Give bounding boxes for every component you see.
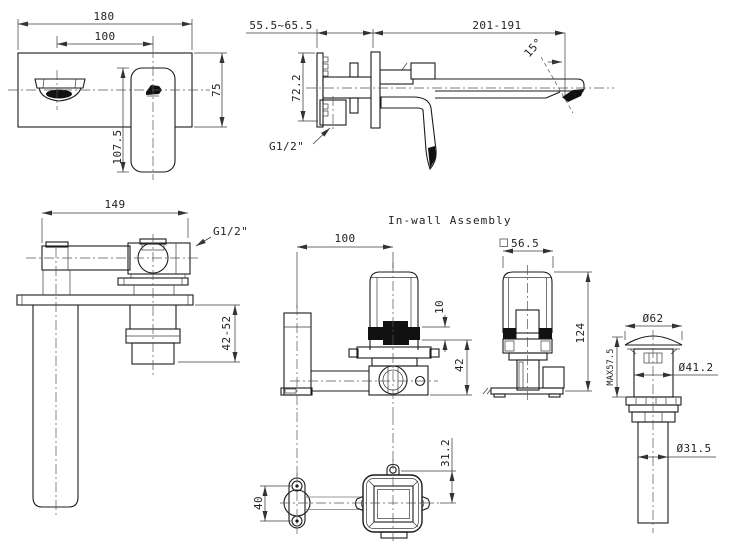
dim-hole-offset: 31.2 <box>439 439 452 467</box>
dim-spout-center-distance: 100 <box>94 30 115 43</box>
dim-screw-spacing: 40 <box>252 496 265 510</box>
dim-handle-height: 107.5 <box>111 129 124 164</box>
front-view: 180 100 75 107.5 <box>8 10 227 180</box>
dim-drain-cap-diameter: Ø62 <box>642 312 663 325</box>
square-section-symbol <box>499 238 508 247</box>
dim-valve-height: 124 <box>574 322 587 343</box>
dim-top-length: 149 <box>104 198 125 211</box>
dim-valve-width: 56.5 <box>511 237 539 250</box>
dim-spout-angle: 15° <box>522 35 546 59</box>
dim-valve-depth: 42 <box>453 358 466 372</box>
dim-drain-pipe-diameter: Ø31.5 <box>676 442 711 455</box>
dim-mount-depth-range: 42-52 <box>220 315 233 350</box>
dim-wall-depth-range: 55.5~65.5 <box>249 19 312 32</box>
label-inlet-thread-top: G1/2" <box>213 225 248 238</box>
label-inlet-thread-side: G1/2" <box>269 140 304 153</box>
dim-drain-body-diameter: Ø41.2 <box>678 361 713 374</box>
dim-body-height: 72.2 <box>290 74 303 102</box>
top-view: 149 G1/2" 42-52 <box>16 198 248 516</box>
dim-drain-max-thickness: MAX57.5 <box>606 348 616 385</box>
dim-valve-offset: 100 <box>334 232 355 245</box>
dim-band-height: 10 <box>433 300 446 314</box>
dim-spout-reach: 201-191 <box>472 19 521 32</box>
dim-plate-width: 180 <box>93 10 114 23</box>
side-view: 55.5~65.5 201-191 15° 72.2 G1/2" <box>246 19 614 171</box>
inwall-assembly-bottom-view: 40 31.2 <box>252 438 456 543</box>
inwall-assembly-front-view: 56.5 124 <box>482 237 592 400</box>
dim-plate-height: 75 <box>210 83 223 97</box>
drain-view: Ø62 Ø41.2 Ø31.5 MAX57.5 <box>606 312 718 533</box>
inwall-assembly-side-view: In-wall Assembly <box>280 214 512 476</box>
assembly-title: In-wall Assembly <box>388 214 512 227</box>
